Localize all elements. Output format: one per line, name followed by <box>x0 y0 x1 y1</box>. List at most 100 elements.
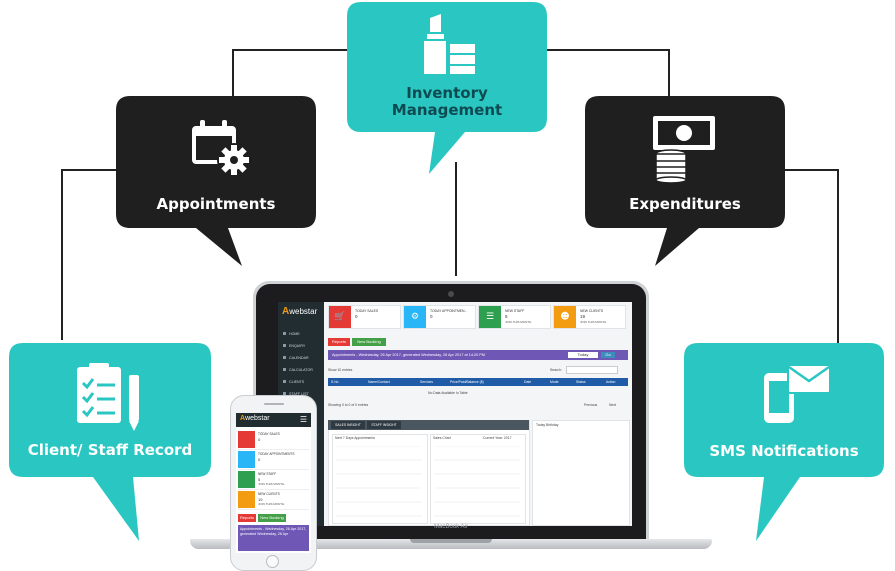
col-price: Price/Paid/Balance ($) <box>450 380 484 384</box>
sales-chart-grid <box>434 446 520 517</box>
stat-title: NEW STAFF <box>258 472 277 476</box>
laptop-bezel: Awebstar HOME ENQUIRY CALENDAR CALCULATO… <box>256 284 646 541</box>
sales-chart-year: Current Year: 2017 <box>483 436 512 440</box>
stat-value: 19 <box>258 497 263 502</box>
inventory-label-line2: Management <box>391 101 503 119</box>
col-action: Action <box>606 380 616 384</box>
nav-calculator[interactable]: CALCULATOR <box>278 368 324 372</box>
sms-label: SMS Notifications <box>709 442 859 460</box>
connector-client-appointments <box>61 169 116 340</box>
inventory-management-bubble: Inventory Management <box>347 2 547 176</box>
nav-clients[interactable]: CLIENTS <box>278 380 324 384</box>
sales-chart-title: Sales Chart <box>433 436 451 440</box>
laptop-base <box>190 539 712 549</box>
stat-title: TODAY APPOINTMEN... <box>430 309 468 313</box>
appointments-chart-title: Next 7 Days Appointments <box>335 436 375 440</box>
showing-entries: Showing 0 to 0 of 0 entries <box>328 403 369 407</box>
phone-envelope-icon <box>764 364 831 423</box>
stat-title: TODAY SALES <box>258 432 280 436</box>
nav-calendar[interactable]: CALENDAR <box>278 356 324 360</box>
phone-new-booking-button[interactable]: New Booking <box>258 514 286 522</box>
nav-enquiry[interactable]: ENQUIRY <box>278 344 324 348</box>
appointments-bubble: Appointments <box>116 96 316 268</box>
show-entries[interactable]: Show 10 entries <box>328 368 353 372</box>
phone-appointments-header: Appointments - Wednesday, 26 Apr 2017, g… <box>238 525 309 551</box>
camera-icon <box>448 291 454 297</box>
birthday-panel <box>532 420 630 526</box>
staff-insight-tab[interactable]: STAFF INSIGHT <box>367 421 401 429</box>
smartphone: Awebstar ☰ TODAY SALES 0 TODAY APPOINTME… <box>230 395 317 571</box>
phone-stat-new-clients: NEW CLIENTS 19 JOIN THIS MONTH <box>238 490 309 510</box>
search-input[interactable] <box>566 366 618 374</box>
stat-value: 5 <box>505 314 508 319</box>
dashboard-screen: Awebstar HOME ENQUIRY CALENDAR CALCULATO… <box>278 302 632 526</box>
sms-notifications-bubble: SMS Notifications <box>684 343 884 543</box>
staff-icon <box>238 471 255 488</box>
stat-value: 0 <box>430 314 433 319</box>
gear-icon: ⚙ <box>404 306 426 328</box>
clients-icon: ☻ <box>554 306 576 328</box>
stat-value: 0 <box>258 437 261 442</box>
new-booking-button[interactable]: New Booking <box>352 338 386 346</box>
checklist-pen-icon <box>77 363 139 431</box>
col-name-contact: Name/Contact <box>368 380 390 384</box>
phone-topbar: Awebstar ☰ <box>236 413 311 427</box>
birthday-title: Today Birthday <box>536 423 559 427</box>
phone-reports-button[interactable]: Reports <box>238 514 256 522</box>
reports-button[interactable]: Reports <box>328 338 350 346</box>
sales-chart <box>430 434 526 524</box>
bubble-shape <box>116 96 316 266</box>
appointments-table-header: S.No Name/Contact Services Price/Paid/Ba… <box>328 378 628 386</box>
expenditures-label: Expenditures <box>629 195 741 213</box>
stat-sub: JOIN THIS MONTH <box>505 320 532 324</box>
appointments-chart-grid <box>336 446 422 517</box>
appointments-label: Appointments <box>156 195 276 213</box>
col-status: Status <box>576 380 586 384</box>
sales-insight-tab[interactable]: SALES INSIGHT <box>331 421 365 429</box>
nav-staff-list[interactable]: STAFF LIST <box>278 392 324 396</box>
today-select[interactable]: Today <box>568 352 598 358</box>
home-button[interactable] <box>266 555 279 568</box>
stat-new-clients: ☻ NEW CLIENTS 19 JOIN THIS MONTH <box>553 305 626 329</box>
cart-icon <box>238 431 255 448</box>
cart-icon: 🛒 <box>329 306 351 328</box>
stat-title: TODAY SALES <box>355 309 379 313</box>
previous-link[interactable]: Previous <box>584 403 598 407</box>
col-date: Date <box>524 380 532 384</box>
stat-value: 0 <box>355 314 358 319</box>
connector-appointments-inventory <box>232 49 348 97</box>
next-link[interactable]: Next <box>609 403 616 407</box>
stat-new-staff: ☰ NEW STAFF 5 JOIN THIS MONTH <box>478 305 551 329</box>
money-coins-icon <box>653 116 715 184</box>
appointments-chart <box>332 434 428 524</box>
inventory-label-line1: Inventory <box>406 84 488 102</box>
phone-speaker <box>264 403 284 405</box>
bubble-shape <box>9 343 211 541</box>
stat-today-appointments: ⚙ TODAY APPOINTMEN... 0 <box>403 305 476 329</box>
appointments-header: Appointments - Wednesday, 26 Apr 2017, g… <box>328 350 628 360</box>
stat-sub: JOIN THIS MONTH <box>258 502 285 506</box>
connector-inventory-expenditures <box>547 49 670 97</box>
stat-title: NEW STAFF <box>505 309 525 313</box>
connector-expenditures-sms <box>785 169 839 343</box>
col-services: Services <box>420 380 434 384</box>
laptop-notch <box>410 539 492 543</box>
stat-value: 0 <box>258 457 261 462</box>
nav-home[interactable]: HOME <box>278 332 324 336</box>
laptop: Awebstar HOME ENQUIRY CALENDAR CALCULATO… <box>190 281 712 557</box>
col-mode: Mode <box>550 380 559 384</box>
stat-today-sales: 🛒 TODAY SALES 0 <box>328 305 401 329</box>
client-staff-record-bubble: Client/ Staff Record <box>9 343 211 543</box>
phone-screen: Awebstar ☰ TODAY SALES 0 TODAY APPOINTME… <box>236 413 311 553</box>
calendar-gear-icon <box>192 120 251 177</box>
menu-icon[interactable]: ☰ <box>299 415 307 424</box>
stat-sub: JOIN THIS MONTH <box>580 320 607 324</box>
bubble-shape <box>347 2 547 174</box>
go-button[interactable]: Go <box>601 352 615 358</box>
staff-icon: ☰ <box>479 306 501 328</box>
laptop-lid: Awebstar HOME ENQUIRY CALENDAR CALCULATO… <box>253 281 649 541</box>
insight-tab-bar <box>328 420 529 430</box>
phone-stat-today-appointments: TODAY APPOINTMENTS 0 <box>238 450 309 470</box>
gear-icon <box>238 451 255 468</box>
